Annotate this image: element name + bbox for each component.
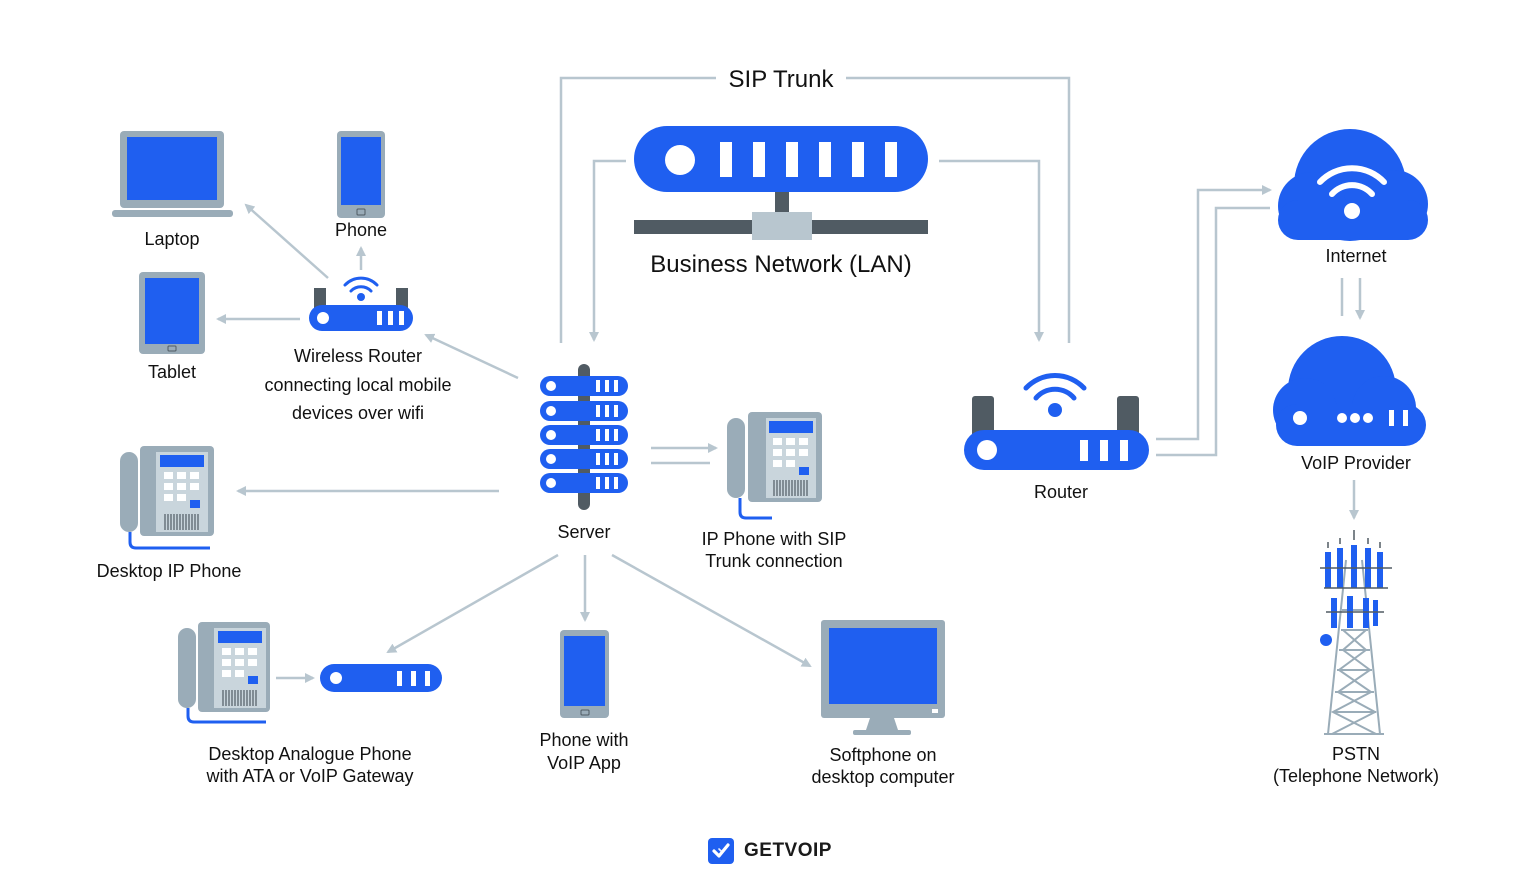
app-phone-label-line-1: Phone with	[539, 730, 629, 750]
sip-phone-label-line-1: IP Phone with SIP	[701, 529, 847, 549]
sip-trunk-line	[559, 76, 1071, 343]
server-to-wifi-router-arrow	[424, 333, 519, 380]
pstn-tower-icon	[1320, 530, 1392, 735]
mobile-phone-icon	[337, 131, 385, 218]
lan-label: Business Network (LAN)	[650, 251, 912, 278]
server-to-softphone-arrow	[611, 553, 812, 668]
wifi-to-laptop-arrow	[244, 203, 329, 279]
check-badge-icon	[708, 838, 734, 864]
lan-switch	[634, 126, 928, 240]
analogue-phone-label-line-1: Desktop Analogue Phone	[208, 744, 412, 764]
pstn-label-line-2: (Telephone Network)	[1272, 766, 1440, 786]
analogue-phone-label-line-2: with ATA or VoIP Gateway	[206, 766, 414, 786]
brand-logo: GETVOIP	[707, 836, 832, 866]
laptop-label: Laptop	[144, 229, 200, 249]
wifi-router-label-line-1: Wireless Router	[293, 346, 423, 366]
tablet-label: Tablet	[147, 362, 197, 382]
desktop-ip-phone-icon	[120, 446, 214, 550]
router-to-internet-arrow-1	[1156, 185, 1272, 441]
lan-to-router-arrow	[939, 159, 1044, 342]
voip-provider-cloud-icon	[1273, 336, 1426, 446]
phone-label: Phone	[334, 220, 388, 240]
sip-phone-label-line-2: Trunk connection	[705, 551, 843, 571]
analogue-phone-icon	[178, 622, 270, 724]
internet-label: Internet	[1325, 246, 1387, 266]
sip-ip-phone-icon	[727, 412, 822, 520]
lan-to-server-arrow	[589, 159, 626, 342]
wifi-router-label-line-2: connecting local mobile	[264, 375, 452, 395]
voip-app-phone-icon	[560, 630, 609, 718]
connector-lines	[216, 76, 1365, 683]
sip-trunk-label: SIP Trunk	[728, 66, 834, 93]
softphone-label-line-2: desktop computer	[811, 767, 955, 787]
internet-cloud-icon	[1278, 129, 1428, 241]
softphone-label-line-1: Softphone on	[829, 745, 937, 765]
router-to-internet-arrow-2	[1156, 206, 1270, 457]
server-to-ata-arrow	[386, 553, 559, 654]
server-icon	[540, 364, 628, 510]
tablet-icon	[139, 272, 205, 354]
ata-gateway-icon	[320, 664, 442, 692]
laptop-icon	[112, 131, 233, 217]
router-label: Router	[1033, 482, 1089, 502]
desktop-ip-phone-label: Desktop IP Phone	[96, 561, 242, 581]
router-icon	[964, 373, 1149, 470]
app-phone-label-line-2: VoIP App	[547, 753, 621, 773]
wifi-router-label-line-3: devices over wifi	[291, 403, 425, 423]
voip-provider-label: VoIP Provider	[1301, 453, 1411, 473]
brand-name: GETVOIP	[744, 840, 832, 861]
server-label: Server	[557, 522, 611, 542]
pstn-label-line-1: PSTN	[1331, 744, 1381, 764]
desktop-computer-icon	[821, 620, 945, 735]
wireless-router-icon	[309, 276, 413, 331]
